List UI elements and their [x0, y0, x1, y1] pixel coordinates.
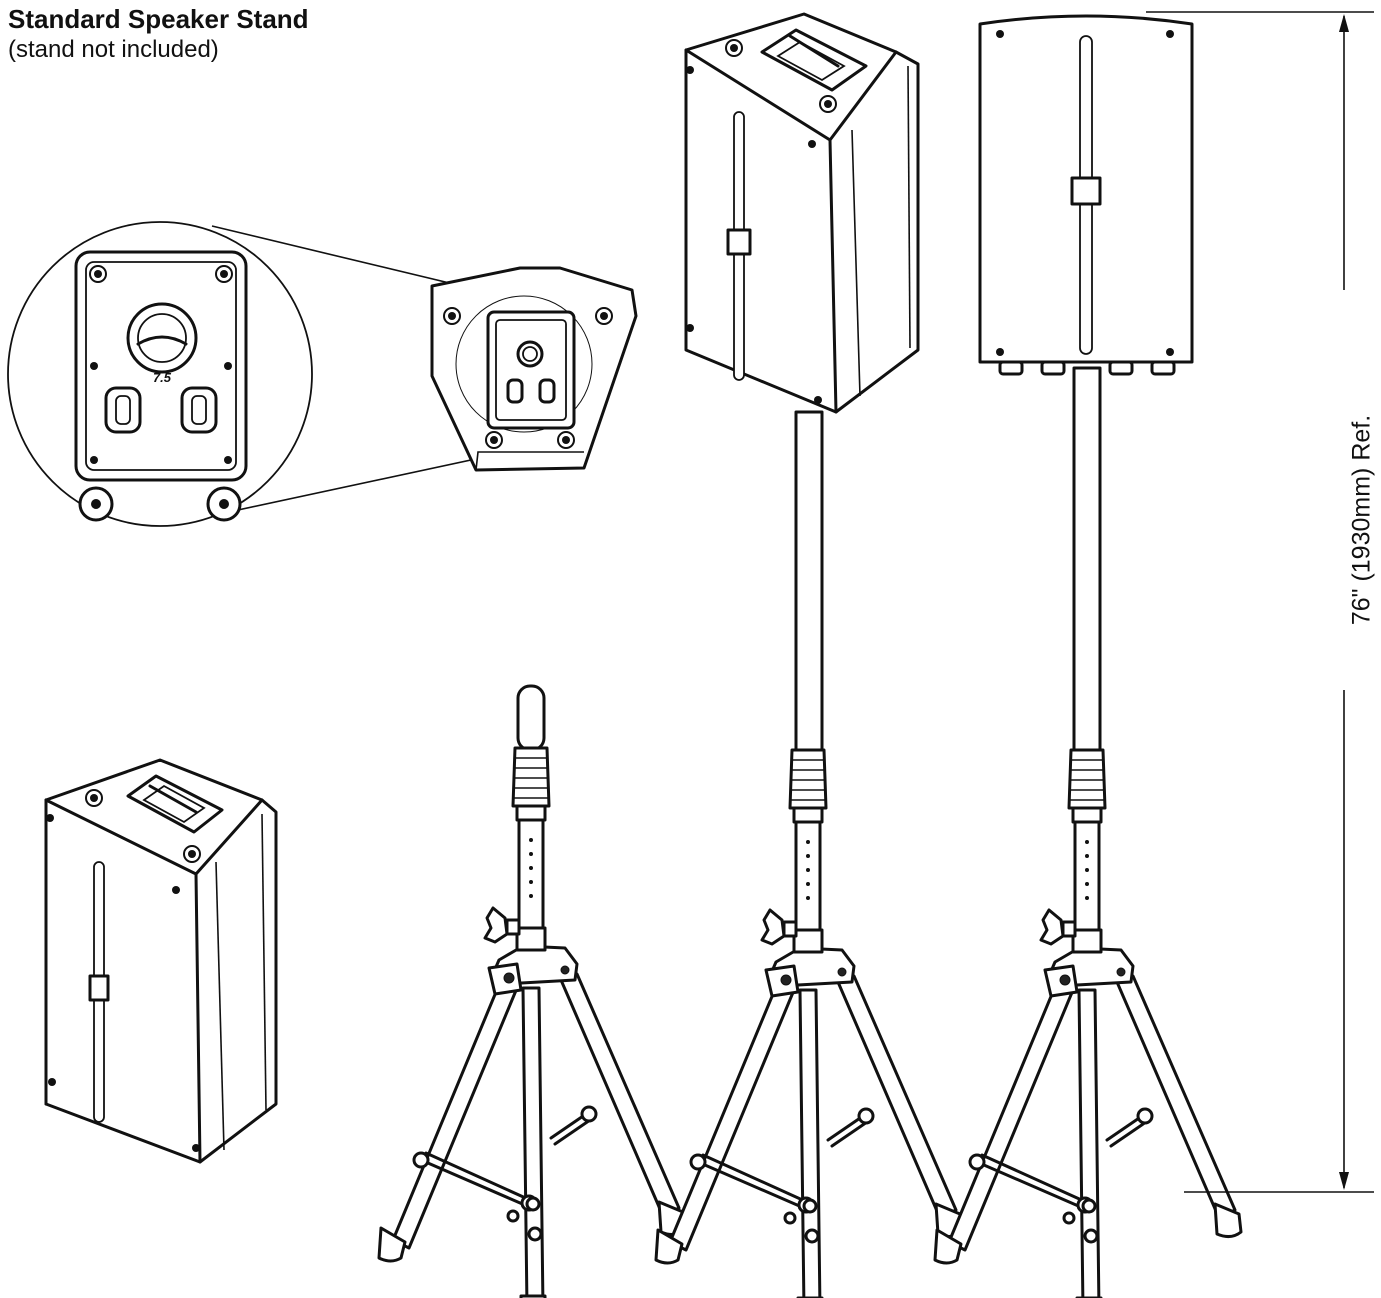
speaker-on-stand-angled [684, 12, 920, 414]
diagram-title: Standard Speaker Stand [8, 4, 309, 34]
tripod-stand-with-speaker-front [933, 366, 1243, 1298]
tripod-stand-collapsed [377, 684, 687, 1298]
speaker-on-stand-front [978, 14, 1194, 376]
height-dimension-line [1146, 11, 1374, 1193]
bracket-marking: 7.5 [153, 370, 172, 385]
height-dimension-text: 76" (1930mm) Ref. [1347, 414, 1376, 626]
diagram-subtitle: (stand not included) [8, 36, 219, 63]
pole-cup-detail-zoom: 7.5 [7, 221, 565, 527]
tripod-stand-with-speaker-angled [654, 410, 964, 1298]
speaker-bottom-view [430, 266, 638, 472]
speaker-standalone [44, 758, 278, 1164]
